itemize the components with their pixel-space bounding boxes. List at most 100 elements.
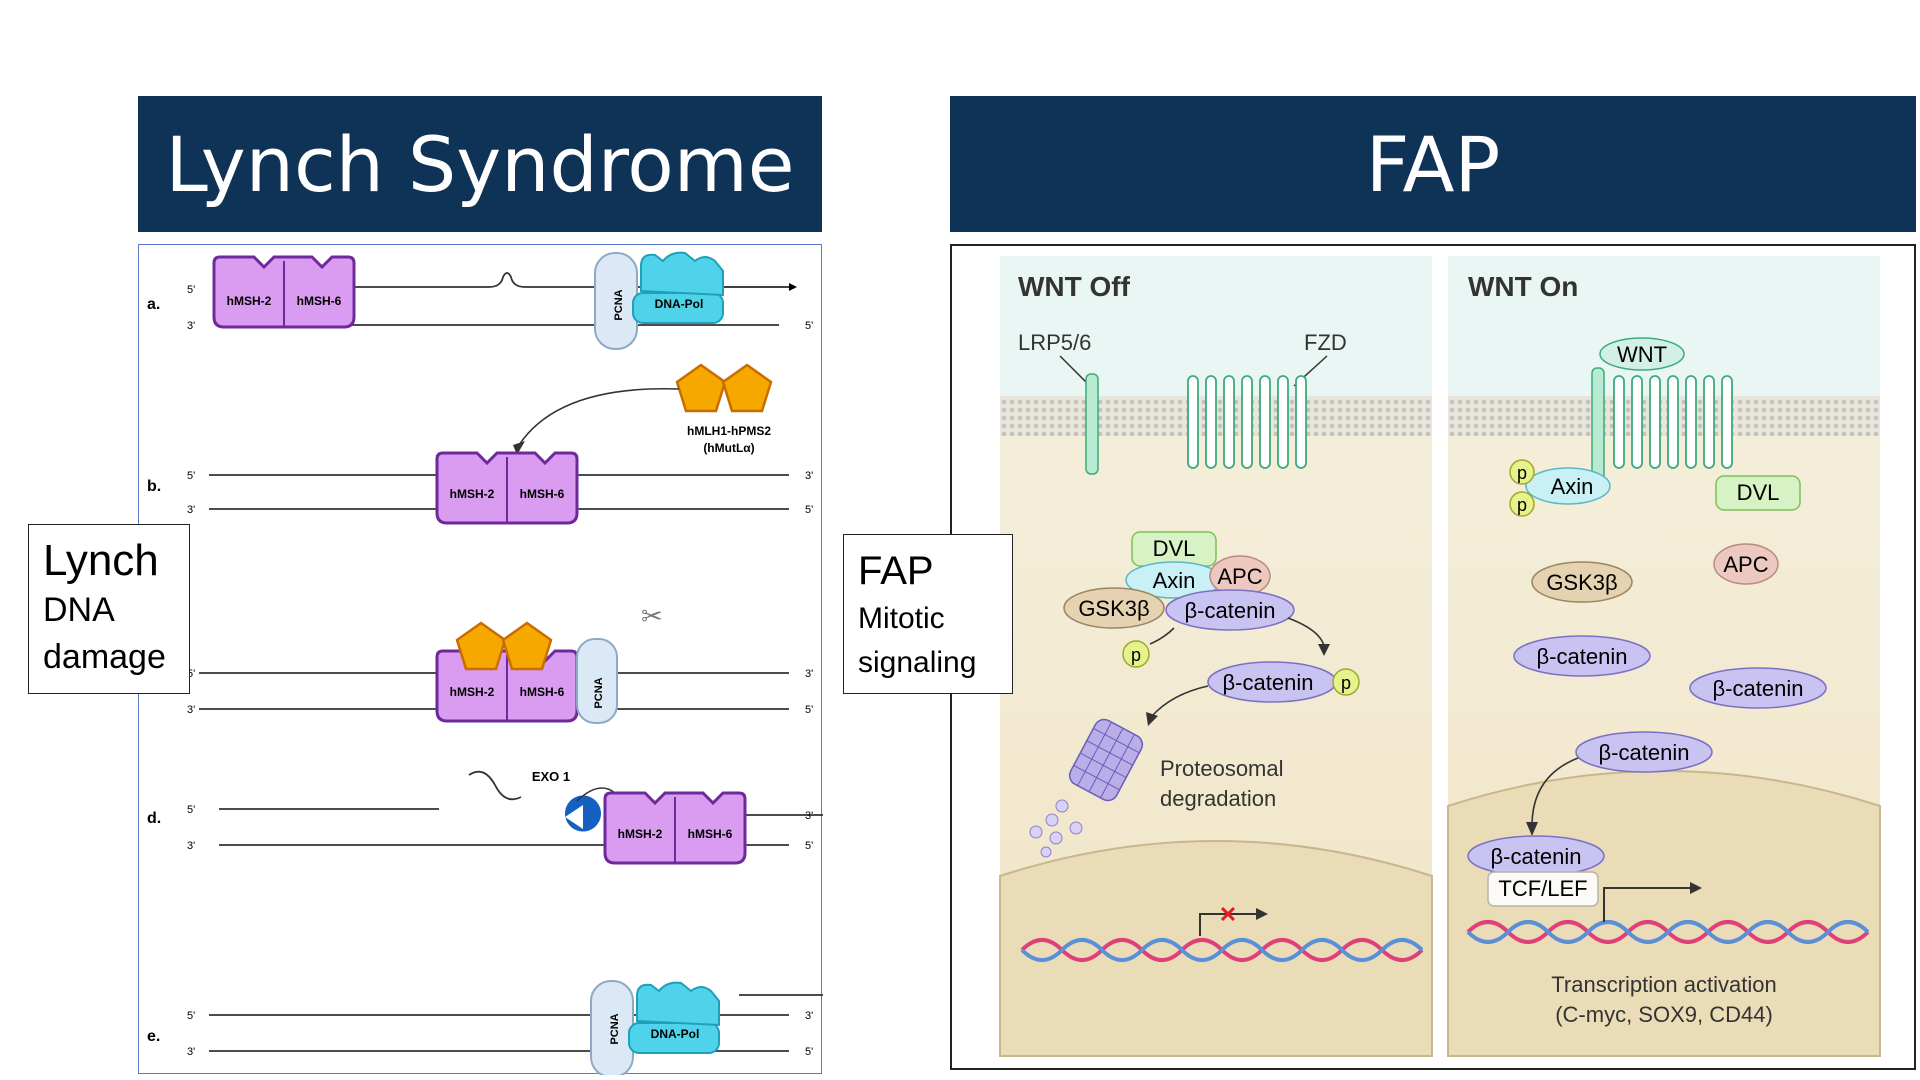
lynch-label-sub-1: DNA: [43, 591, 115, 629]
lynch-dna-damage-label: Lynch DNA damage: [28, 524, 190, 694]
nuclear-import-arrow: [1531, 757, 1579, 827]
msh2-label-c: hMSH-2: [450, 685, 495, 699]
proteasome-icon: [1068, 718, 1144, 802]
lrp-receptor: [1085, 373, 1099, 475]
axin-on: [1525, 467, 1611, 505]
b-top-3: 3': [805, 470, 813, 482]
dna-pol-a: [632, 251, 724, 324]
mlh-recruit-arrow: [518, 388, 680, 446]
fap-label-sub-2: signaling: [858, 646, 977, 679]
apc-off-label: APC: [1217, 564, 1262, 589]
a-top-5: 5': [187, 284, 195, 296]
wnt-off-panel: WNT Off LRP5/6 FZD DVL Axin APC GSK3β β-…: [999, 256, 1433, 1057]
transcription-label-1: Transcription activation: [1551, 972, 1776, 997]
mismatch-repair-diagram: a. 5' 3' 5' hMSH-2 hMSH-6 PCNA DNA-Pol h…: [138, 244, 823, 1078]
lrp-label: LRP5/6: [1018, 330, 1091, 355]
bcat-on-2-label: β-catenin: [1713, 676, 1804, 701]
mlh-recruit-arrowhead: [513, 441, 525, 455]
phospho-on-1: [1509, 459, 1535, 485]
fzd-receptor: [1187, 375, 1307, 469]
c-bot-5: 5': [805, 704, 813, 716]
excised-strand: [468, 770, 522, 801]
block-x-icon: ✕: [1219, 902, 1237, 927]
lynch-label-main: Lynch: [43, 536, 159, 585]
wnt-signaling-svg: WNT Off LRP5/6 FZD DVL Axin APC GSK3β β-…: [999, 256, 1881, 1057]
msh2-label-d: hMSH-2: [618, 827, 663, 841]
fap-label-sub-1: Mitotic: [858, 602, 945, 635]
degraded-peptides: [1029, 799, 1083, 858]
pcna-label-a: PCNA: [613, 289, 625, 320]
b-bot-5: 5': [805, 504, 813, 516]
apc-on: [1713, 543, 1779, 585]
msh-complex-a: [212, 255, 356, 329]
bcat-on-1-label: β-catenin: [1537, 644, 1628, 669]
tcf-lef-label: TCF/LEF: [1498, 876, 1587, 901]
wnt-signaling-diagram: WNT Off LRP5/6 FZD DVL Axin APC GSK3β β-…: [950, 244, 1916, 1070]
wnt-on-extracellular: [1448, 256, 1880, 401]
gsk-off: [1063, 587, 1165, 629]
d-bot-5: 5': [805, 840, 813, 852]
a-bot-5: 5': [805, 320, 813, 332]
msh6-label-b: hMSH-6: [520, 487, 565, 501]
b-top-5: 5': [187, 470, 195, 482]
bcat-on-3-label: β-catenin: [1599, 740, 1690, 765]
degradation-arrowhead: [1146, 712, 1158, 726]
lynch-syndrome-title: Lynch Syndrome: [138, 96, 822, 232]
lynch-label-sub-2: damage: [43, 638, 166, 676]
bcat-p-off-label: β-catenin: [1223, 670, 1314, 695]
pcna-c: [576, 638, 618, 724]
e-bot-3: 3': [187, 1046, 195, 1058]
dna-pol-e: [628, 981, 720, 1054]
dvl-on: [1715, 475, 1801, 511]
exo1-label: EXO 1: [532, 769, 570, 784]
dna-pol-label-a: DNA-Pol: [655, 297, 704, 311]
panel-e-letter: e.: [147, 1028, 160, 1045]
bcat-complex: [1165, 589, 1295, 631]
lynch-title-text: Lynch Syndrome: [165, 119, 795, 209]
scissors-right-icon: ✂: [641, 601, 663, 631]
panel-d-letter: d.: [147, 810, 161, 827]
pcna-label-e: PCNA: [609, 1013, 621, 1044]
msh6-label-a: hMSH-6: [297, 294, 342, 308]
wnt-ligand-label: WNT: [1617, 342, 1667, 367]
bcat-nuclear-label: β-catenin: [1491, 844, 1582, 869]
phospho-on-2: [1509, 491, 1535, 517]
bcat-release-arrowhead: [1318, 644, 1330, 656]
e-top-5: 5': [187, 1010, 195, 1022]
msh6-label-d: hMSH-6: [688, 827, 733, 841]
phospho-off: [1122, 640, 1150, 668]
phospho-bcat: [1332, 668, 1360, 696]
bcat-on-3: [1575, 731, 1713, 773]
e-bot-5: 5': [805, 1046, 813, 1058]
msh6-label-c: hMSH-6: [520, 685, 565, 699]
wnt-on-panel: WNT On WNT Axin p p DVL GSK3β APC β-cate…: [1447, 256, 1881, 1057]
mlh-label-2: (hMutLα): [703, 441, 754, 455]
proteo-label-2: degradation: [1160, 786, 1276, 811]
phospho-off-label: p: [1131, 645, 1141, 665]
mlh1-subunit: [675, 363, 727, 413]
fap-title: FAP: [950, 96, 1916, 232]
lrp-on: [1591, 367, 1605, 485]
mlh-label-1: hMLH1-hPMS2: [687, 424, 771, 438]
fap-label-main: FAP: [858, 549, 934, 593]
bcat-on-2: [1689, 667, 1827, 709]
wnt-on-heading: WNT On: [1468, 271, 1578, 302]
c-top-3: 3': [805, 668, 813, 680]
phospho-on-2-label: p: [1517, 495, 1527, 515]
fap-mitotic-signaling-label: FAP Mitotic signaling: [843, 534, 1013, 694]
exo1-arrow: [576, 787, 616, 802]
pms2-subunit: [721, 363, 773, 413]
bcat-complex-label: β-catenin: [1185, 598, 1276, 623]
exo1-mouth: [565, 805, 583, 829]
gsk-off-label: GSK3β: [1078, 596, 1149, 621]
dvl-on-label: DVL: [1737, 480, 1780, 505]
c-bot-3: 3': [187, 704, 195, 716]
gene-off-arrow: [1199, 913, 1258, 936]
gsk-on-label: GSK3β: [1546, 570, 1617, 595]
b-bot-3: 3': [187, 504, 195, 516]
d-top-5: 5': [187, 804, 195, 816]
pms2-bound: [501, 621, 553, 671]
a-bot-3: 3': [187, 320, 195, 332]
wnt-ligand: [1599, 337, 1685, 371]
fap-title-text: FAP: [1365, 119, 1501, 209]
